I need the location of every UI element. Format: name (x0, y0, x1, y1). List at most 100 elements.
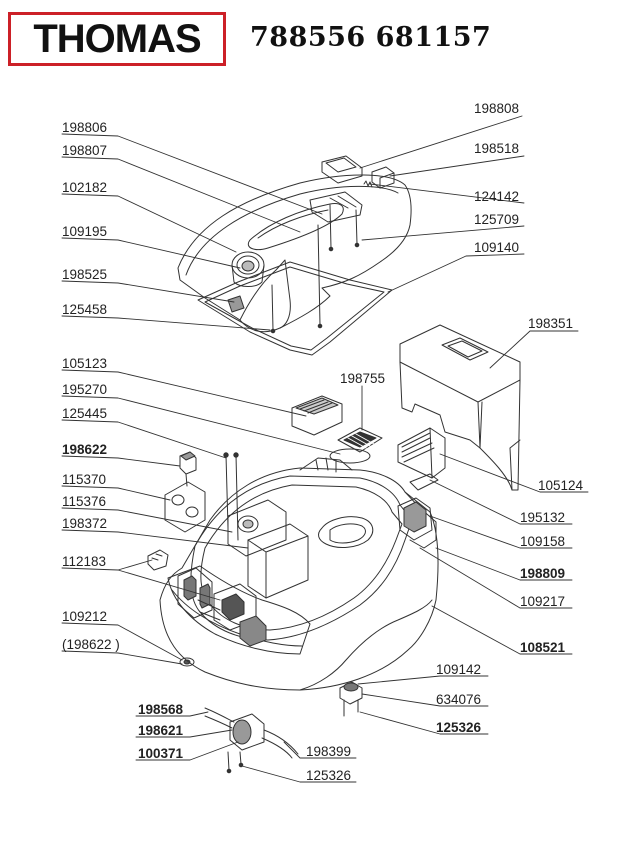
part-label-198808: 198808 (474, 101, 520, 116)
part-label-198622: 198622 (62, 442, 108, 457)
part-label-125709: 125709 (474, 212, 520, 227)
housing-rear-tabs (315, 457, 337, 473)
latch-spring-block (371, 166, 395, 189)
lid-clip (227, 295, 245, 313)
leader-198622b (61, 650, 183, 665)
leader-198622 (61, 455, 181, 467)
leader-198568 (135, 711, 209, 717)
leader-198372 (61, 529, 249, 549)
switch-hole-b (185, 506, 199, 518)
part-label-125326-motor: 125326 (306, 768, 352, 783)
latch-button-body (321, 155, 363, 184)
housing-filter-seat (227, 499, 287, 557)
hose-198568 (204, 707, 235, 723)
motor-unit (204, 707, 299, 774)
part-label-105124: 105124 (538, 478, 584, 493)
screw-head-125445-a (223, 452, 229, 458)
hose-198568-b (204, 715, 233, 729)
motor-screws (227, 751, 242, 771)
screw-head-125458 (270, 328, 276, 334)
main-housing (159, 467, 439, 691)
lid-front-panel (239, 259, 291, 329)
leader-109195 (61, 237, 241, 269)
leader-102182 (61, 193, 237, 253)
bracket-109158 (397, 497, 433, 541)
housing-round-cavity (318, 516, 374, 548)
spring-block-body (371, 166, 395, 189)
foot-outer (179, 657, 195, 667)
seal-loop-inner (204, 266, 385, 351)
dust-box (399, 324, 521, 491)
switch-hole-a (171, 494, 185, 506)
exhaust-grille (291, 395, 343, 436)
housing-outer-shell (159, 467, 439, 691)
part-label-109195: 109195 (62, 224, 108, 239)
cable-clip-body (147, 549, 169, 571)
housing-tank-recess (247, 523, 309, 599)
part-label-198806: 198806 (62, 120, 108, 135)
dust-box-side (477, 379, 521, 491)
dust-box-handle (441, 337, 489, 361)
housing-rim-top (190, 475, 413, 641)
exhaust-filter-mat (337, 427, 383, 453)
housing-port-inner (242, 519, 254, 529)
leader-125709 (361, 225, 525, 241)
housing-round-cavity-inner (329, 523, 366, 544)
leader-112183 (61, 559, 221, 601)
part-label-198351: 198351 (528, 316, 574, 331)
part-label-109217: 109217 (520, 594, 566, 609)
dust-box-top (399, 324, 521, 403)
control-slot-a (183, 575, 197, 601)
control-panel (177, 567, 213, 619)
lid-cover (177, 174, 412, 333)
part-label-108521: 108521 (520, 640, 566, 655)
part-label-109212: 109212 (62, 609, 108, 624)
leader-124142 (369, 183, 525, 204)
seal-loop (197, 261, 393, 356)
motor-tube-198399-b (261, 737, 293, 759)
cord-button-stem (185, 473, 188, 487)
leader-125458 (61, 315, 271, 331)
part-label-102182: 102182 (62, 180, 108, 195)
control-knob (221, 593, 245, 621)
swivel-port-inner (241, 260, 255, 272)
housing-tank-recess-edge (247, 535, 309, 599)
leader-125326a (359, 711, 489, 735)
leader-115370 (61, 485, 171, 501)
filter-frame (397, 427, 446, 479)
wheel-mount (339, 681, 363, 705)
part-label-125458: 125458 (62, 302, 108, 317)
grid-plate (409, 473, 439, 491)
leader-100371 (135, 741, 239, 761)
foot-109212 (179, 657, 195, 667)
part-label-195132: 195132 (520, 510, 566, 525)
leader-109217 (419, 547, 573, 609)
part-label-115370: 115370 (62, 472, 107, 487)
leader-634076 (361, 693, 489, 707)
part-label-634076: 634076 (436, 692, 482, 707)
screw-head-125709 (354, 242, 360, 248)
housing-rim-inner (200, 484, 403, 631)
brand-name: THOMAS (33, 17, 201, 61)
motor-face (232, 719, 252, 745)
leader-198809 (435, 547, 573, 581)
leader-125445 (61, 419, 227, 459)
part-label-115376: 115376 (62, 494, 107, 509)
control-sockets (197, 599, 221, 621)
swivel-port-base (231, 264, 265, 287)
dust-box-front (399, 361, 483, 449)
grid-195132 (409, 473, 439, 491)
screw-head-125445-b (233, 452, 239, 458)
leader-198807 (61, 156, 301, 233)
part-label-109140: 109140 (474, 240, 520, 255)
leader-125326b (241, 765, 357, 783)
leader-198621 (135, 729, 233, 738)
bracket-109158-inner (403, 501, 427, 533)
swivel-port-mid (236, 255, 260, 275)
lid-screws (270, 204, 360, 334)
part-label-198755: 198755 (340, 371, 386, 386)
part-label-198525: 198525 (62, 267, 108, 282)
housing-controls (177, 457, 374, 647)
switch-housing-body (164, 481, 206, 533)
